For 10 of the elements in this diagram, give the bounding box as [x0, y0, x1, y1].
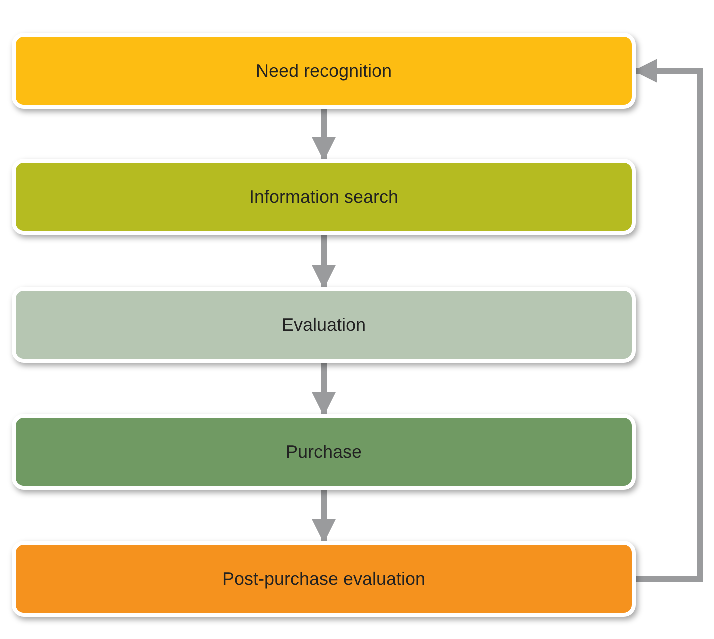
step-label: Need recognition — [256, 60, 392, 83]
step-label: Purchase — [286, 440, 362, 464]
step-label: Evaluation — [282, 314, 366, 336]
step-label: Post-purchase evaluation — [222, 568, 426, 591]
arrow — [312, 235, 336, 290]
arrow — [312, 363, 336, 416]
step-label: Information search — [249, 186, 399, 208]
arrow — [312, 490, 336, 544]
arrow — [312, 109, 336, 162]
arrow — [634, 59, 703, 582]
